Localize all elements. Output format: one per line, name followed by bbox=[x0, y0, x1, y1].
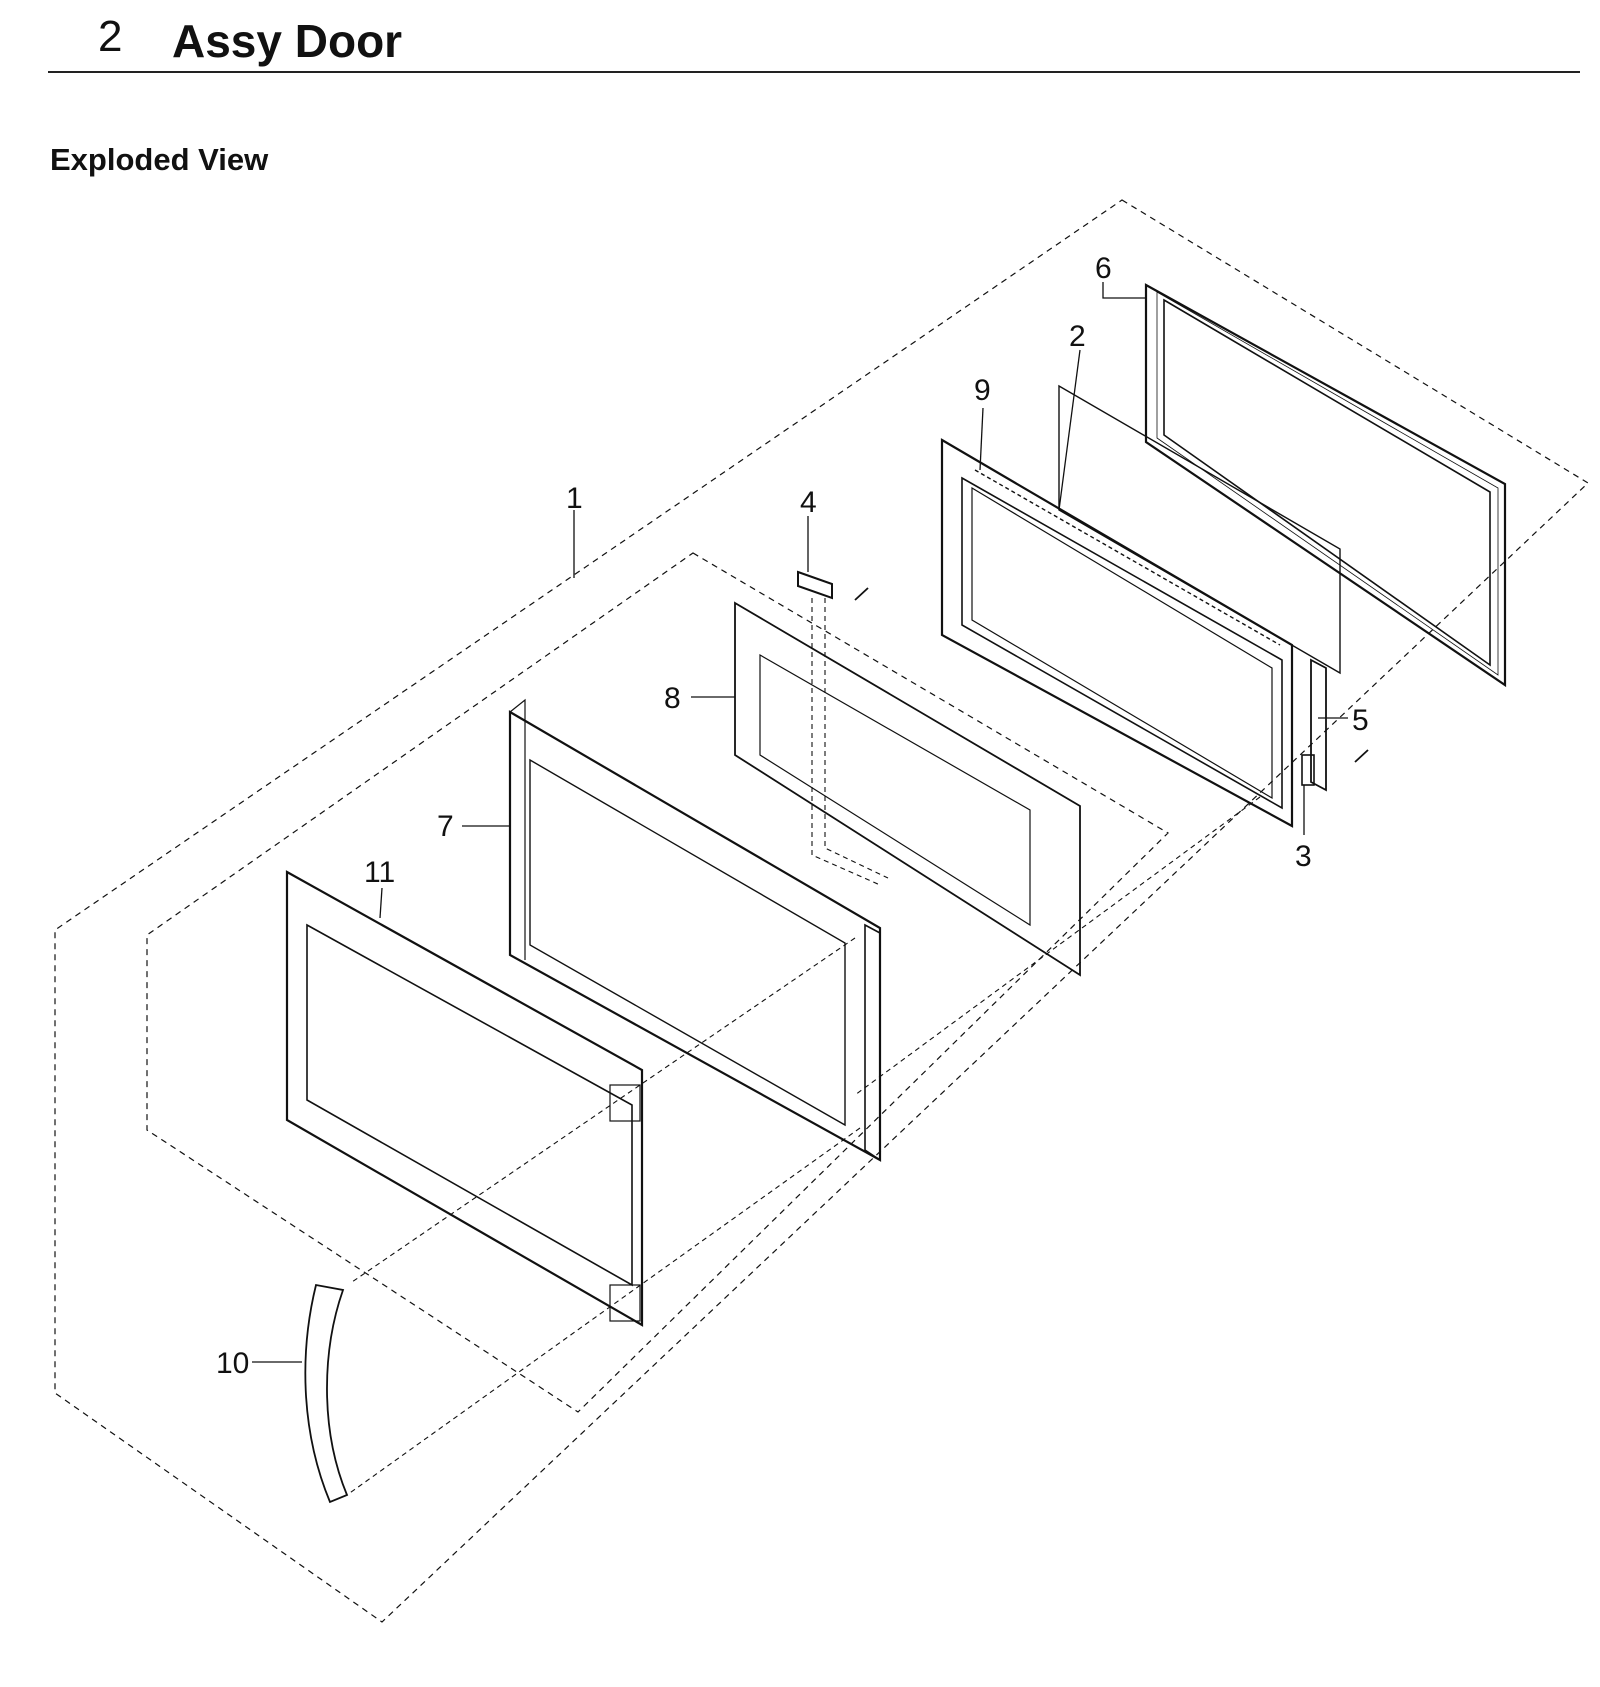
callout-8: 8 bbox=[664, 682, 681, 715]
callout-9: 9 bbox=[974, 374, 991, 407]
callout-5: 5 bbox=[1352, 704, 1369, 737]
part-4-hinge bbox=[797, 570, 833, 600]
page-header: 2 Assy Door bbox=[0, 0, 1600, 80]
header-rule bbox=[48, 71, 1580, 73]
view-title: Exploded View bbox=[50, 142, 269, 177]
part-9-door-frame bbox=[940, 438, 1294, 828]
section-title: Assy Door bbox=[172, 15, 403, 67]
outer-assembly-outline bbox=[54, 199, 1589, 1623]
part-8-outer-glass bbox=[734, 601, 1081, 977]
callout-4: 4 bbox=[800, 486, 817, 519]
handle-guide-lines bbox=[346, 937, 861, 1496]
hinge-guide-lines bbox=[811, 598, 1261, 1096]
part-11-decoration-panel bbox=[285, 870, 644, 1327]
callout-10: 10 bbox=[216, 1347, 249, 1380]
callout-labels: 1 2 3 4 5 6 7 8 9 10 11 bbox=[216, 252, 1369, 1380]
section-number: 2 bbox=[98, 12, 123, 61]
screw-parts bbox=[854, 587, 1369, 763]
callout-6: 6 bbox=[1095, 252, 1112, 285]
part-7-door-front-panel bbox=[508, 698, 882, 1162]
part-6-door-back-frame bbox=[1144, 283, 1507, 688]
part-10-door-handle bbox=[304, 1283, 349, 1504]
leader-lines bbox=[252, 282, 1348, 1363]
callout-3: 3 bbox=[1295, 840, 1312, 873]
inner-assembly-outline bbox=[146, 552, 1169, 1413]
callout-2: 2 bbox=[1069, 320, 1086, 353]
callout-1: 1 bbox=[566, 482, 583, 515]
part-2-screen-sheet bbox=[1058, 384, 1341, 675]
part-5-latch-lever bbox=[1301, 658, 1327, 792]
callout-7: 7 bbox=[437, 810, 454, 843]
callout-11: 11 bbox=[364, 856, 395, 889]
